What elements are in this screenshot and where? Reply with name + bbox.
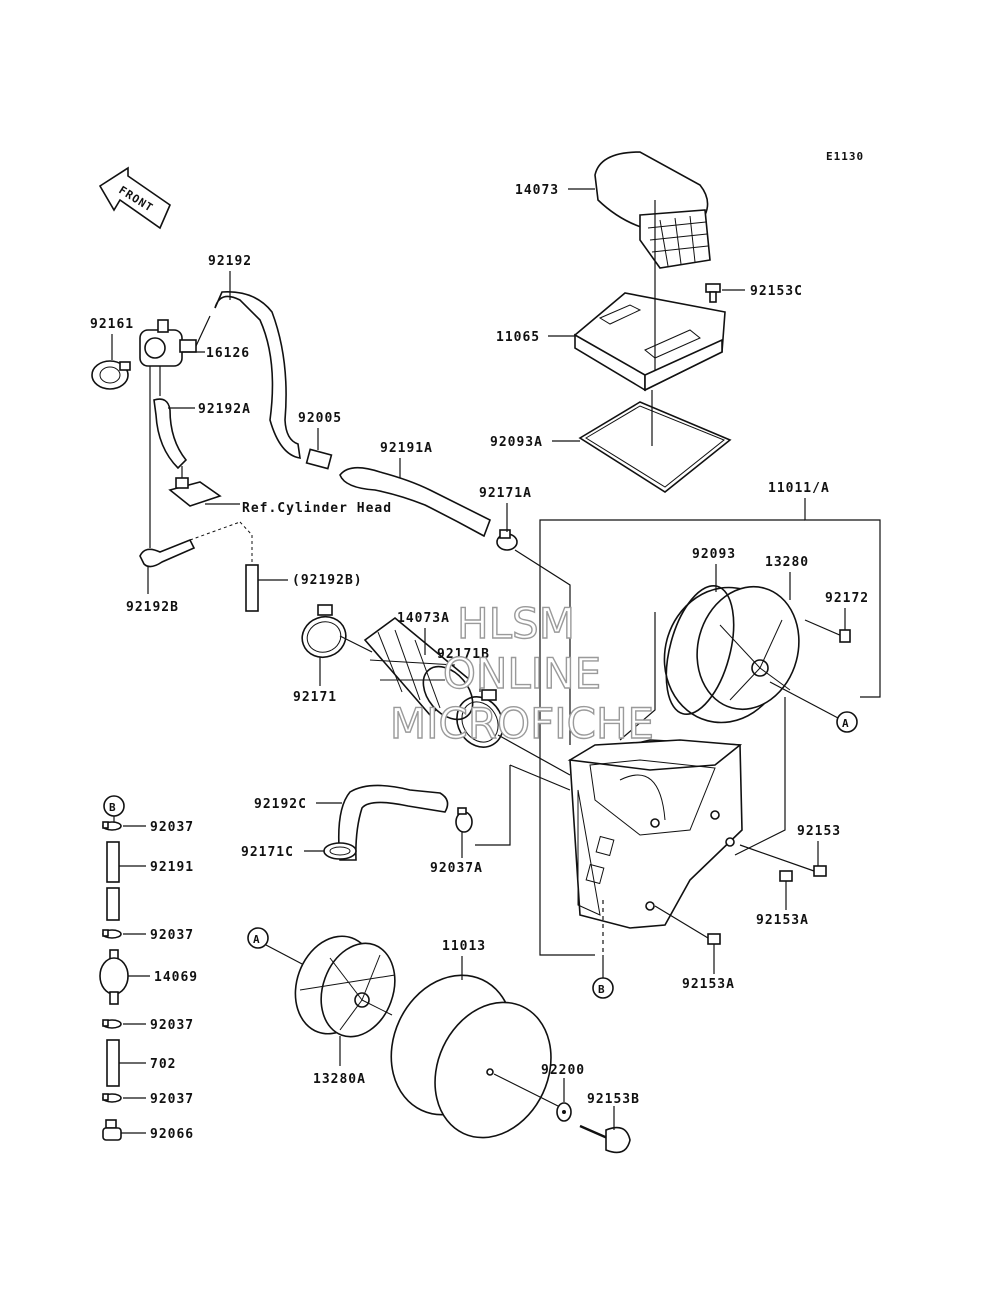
cylinder-head-port-icon: [168, 477, 222, 507]
clip-92037-2-icon: [102, 929, 122, 939]
callout-a-marker: A: [836, 711, 858, 733]
label-92037-2: 92037: [150, 928, 194, 943]
label-92153a-upper: 92153A: [756, 913, 809, 928]
clamp-92171b-icon: [456, 689, 504, 748]
label-92153c: 92153C: [750, 284, 803, 299]
label-92093: 92093: [692, 547, 736, 562]
diagram-code: E1130: [826, 150, 864, 163]
watermark: HLSM ONLINE MICROFICHE: [389, 598, 655, 748]
label-92192b-reference: (92192B): [292, 573, 363, 588]
label-92192b: 92192B: [126, 600, 179, 615]
hose-92192b: [139, 521, 259, 612]
hose-92192c: [337, 784, 449, 861]
label-14069: 14069: [154, 970, 198, 985]
front-arrow-icon: FRONT: [98, 166, 171, 230]
clip-92037a-icon: [455, 807, 473, 833]
label-92093a: 92093A: [490, 435, 543, 450]
breather-hose-92192: [214, 291, 301, 459]
backing-plate-13280: [663, 585, 800, 724]
air-filter-11013: [390, 974, 552, 1139]
clamp-92171c-icon: [323, 842, 357, 860]
label-14073: 14073: [515, 183, 559, 198]
label-92172: 92172: [825, 591, 869, 606]
label-92171b: 92171B: [437, 647, 490, 662]
label-92191a: 92191A: [380, 441, 433, 456]
svg-text:B: B: [109, 801, 117, 814]
washer-92200-icon: [556, 1102, 572, 1122]
sealing-ring-92093: [665, 584, 735, 716]
label-92200: 92200: [541, 1063, 585, 1078]
wing-bolt-92153b-icon: [579, 1124, 631, 1154]
label-92037-4: 92037: [150, 1092, 194, 1107]
clip-92037-3-icon: [102, 1019, 122, 1029]
label-92191: 92191: [150, 860, 194, 875]
label-92037-1: 92037: [150, 820, 194, 835]
label-702: 702: [150, 1057, 176, 1072]
label-92066: 92066: [150, 1127, 194, 1142]
tube-92191: [106, 841, 120, 921]
label-11065: 11065: [496, 330, 540, 345]
screw-92153c-icon: [705, 283, 721, 303]
label-92192a: 92192A: [198, 402, 251, 417]
label-92037-3: 92037: [150, 1018, 194, 1033]
breather-valve-16126: [139, 319, 197, 367]
cap-92066-icon: [102, 1119, 122, 1141]
clamp-92161-icon: [91, 360, 131, 390]
label-92171c: 92171C: [241, 845, 294, 860]
label-13280a: 13280A: [313, 1072, 366, 1087]
label-11011a: 11011/A: [768, 481, 830, 496]
svg-text:HLSM: HLSM: [457, 599, 575, 648]
svg-text:B: B: [598, 983, 606, 996]
clip-92037-1-icon: [102, 821, 122, 831]
svg-text:MICROFICHE: MICROFICHE: [390, 699, 654, 748]
label-92192c: 92192C: [254, 797, 307, 812]
screw-92172-icon: [804, 619, 851, 643]
joint-92005-icon: [305, 448, 333, 470]
callout-a-marker-left: A: [247, 927, 269, 949]
reference-note: Ref.Cylinder Head: [242, 501, 392, 516]
label-14073a: 14073A: [397, 611, 450, 626]
label-11013: 11013: [442, 939, 486, 954]
hose-92192a: [153, 398, 188, 470]
gasket-92093a: [578, 401, 732, 493]
label-92192: 92192: [208, 254, 252, 269]
cover-plate-11065: [573, 292, 726, 392]
air-box-case: [567, 739, 743, 955]
clamp-92171a-icon: [496, 529, 518, 551]
screw-92153-icon: [739, 844, 827, 877]
label-92171: 92171: [293, 690, 337, 705]
label-92161: 92161: [90, 317, 134, 332]
clip-92037-4-icon: [102, 1093, 122, 1103]
element-frame-13280a: [294, 935, 396, 1038]
label-92171a: 92171A: [479, 486, 532, 501]
label-92037a: 92037A: [430, 861, 483, 876]
svg-text:ONLINE: ONLINE: [443, 649, 601, 698]
label-13280: 13280: [765, 555, 809, 570]
tube-702: [106, 1039, 120, 1087]
clamp-92171-icon: [301, 604, 347, 659]
svg-text:A: A: [842, 717, 850, 730]
hose-92191a: [339, 466, 492, 538]
label-92153: 92153: [797, 824, 841, 839]
svg-text:A: A: [253, 933, 261, 946]
label-92153b: 92153B: [587, 1092, 640, 1107]
filter-element-14073: [594, 151, 711, 269]
callout-b-marker-left: B: [103, 795, 125, 817]
drain-filter-14069: [99, 949, 129, 1005]
screw-92153a-upper-icon: [779, 870, 793, 882]
label-92005: 92005: [298, 411, 342, 426]
callout-b-marker-lower: B: [592, 977, 614, 999]
label-92153a-lower: 92153A: [682, 977, 735, 992]
label-16126: 16126: [206, 346, 250, 361]
